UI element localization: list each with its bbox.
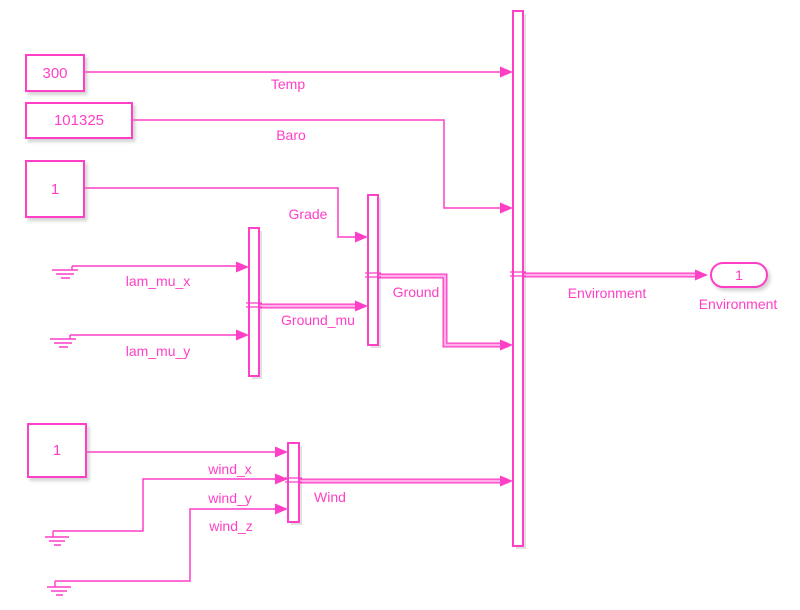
- constant-value: 300: [42, 64, 68, 82]
- bus-ground-wire-core: [378, 274, 500, 347]
- signal-baro-wire[interactable]: [133, 119, 500, 209]
- signal-wind-z-wire[interactable]: [55, 508, 275, 582]
- arrowhead-baro: [500, 202, 513, 214]
- arrowhead-environment: [695, 269, 708, 281]
- signal-grade-wire[interactable]: [85, 187, 355, 238]
- signal-label-wind-y[interactable]: wind_y: [208, 490, 252, 506]
- signal-label-baro[interactable]: Baro: [276, 127, 306, 143]
- arrowhead-lam-mu-x: [236, 261, 249, 273]
- signal-label-environment[interactable]: Environment: [567, 285, 647, 301]
- bus-creator-ground-mu[interactable]: [248, 227, 260, 377]
- bus-output-tick: [285, 477, 302, 483]
- bus-output-tick: [365, 272, 381, 278]
- outport-number: 1: [735, 267, 743, 283]
- arrowhead-wind-z: [275, 503, 288, 515]
- signal-label-temp[interactable]: Temp: [270, 76, 306, 92]
- signal-label-grade[interactable]: Grade: [288, 206, 328, 222]
- constant-block-temp[interactable]: 300: [25, 54, 85, 92]
- arrowhead-grade: [355, 231, 368, 243]
- constant-value: 1: [50, 180, 60, 198]
- arrowhead-ground: [500, 339, 513, 351]
- arrowhead-wind-bus: [500, 475, 513, 487]
- constant-block-baro[interactable]: 101325: [25, 102, 133, 139]
- bus-creator-ground[interactable]: [367, 194, 379, 346]
- arrowhead-lam-mu-y: [236, 329, 249, 341]
- ground-block-lam-mu-x[interactable]: [52, 266, 78, 279]
- signal-label-ground[interactable]: Ground: [392, 284, 440, 300]
- bus-creator-environment[interactable]: [512, 10, 524, 547]
- signal-label-ground-mu[interactable]: Ground_mu: [281, 312, 355, 328]
- constant-block-grade[interactable]: 1: [25, 160, 85, 218]
- ground-block-lam-mu-y[interactable]: [50, 335, 76, 348]
- ground-block-wind-y[interactable]: [45, 531, 69, 546]
- ground-block-wind-z[interactable]: [47, 581, 71, 596]
- constant-value: 1: [52, 442, 62, 459]
- bus-output-tick: [510, 271, 526, 277]
- signal-wind-y-wire[interactable]: [53, 478, 275, 532]
- signal-label-wind-x[interactable]: wind_x: [208, 461, 252, 477]
- signal-label-lam-mu-y[interactable]: lam_mu_y: [125, 343, 191, 359]
- constant-block-wind[interactable]: 1: [27, 423, 87, 478]
- arrowhead-temp: [500, 66, 513, 78]
- arrowhead-ground-mu: [355, 300, 368, 312]
- outport-name-label[interactable]: Environment: [698, 296, 778, 312]
- signal-label-wind-z[interactable]: wind_z: [209, 518, 253, 534]
- arrowhead-wind-x: [275, 446, 288, 458]
- signal-label-wind[interactable]: Wind: [314, 489, 346, 505]
- arrowhead-wind-y: [275, 473, 288, 485]
- constant-value: 101325: [53, 112, 105, 129]
- signal-label-lam-mu-x[interactable]: lam_mu_x: [125, 273, 191, 289]
- bus-output-tick: [246, 302, 262, 308]
- outport-environment[interactable]: 1: [710, 262, 768, 288]
